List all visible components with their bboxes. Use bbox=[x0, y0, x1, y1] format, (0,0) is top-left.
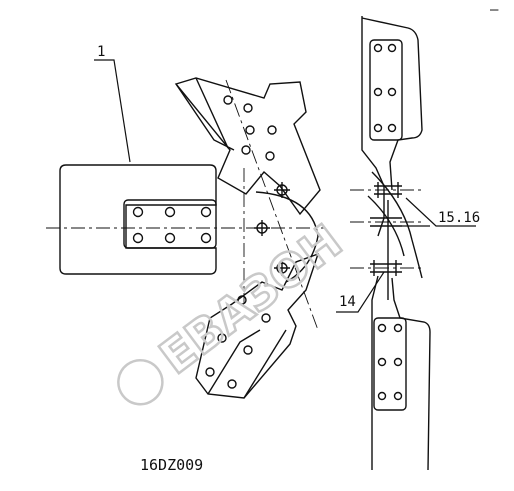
callout-1-leader bbox=[94, 59, 131, 163]
watermark-logo-icon bbox=[117, 358, 164, 406]
centre-lines bbox=[46, 79, 422, 331]
side-lower-holes bbox=[377, 323, 403, 401]
side-upper-plate bbox=[361, 16, 385, 237]
bracket-holes bbox=[132, 206, 212, 244]
callout-15-16-label: 15.16 bbox=[438, 210, 480, 226]
side-blade-curve-2 bbox=[367, 195, 405, 257]
drawing-code: 16DZ009 bbox=[140, 456, 203, 474]
callout-14-label: 14 bbox=[339, 294, 356, 310]
fan-hub-block bbox=[59, 164, 217, 275]
side-lower-bracket bbox=[373, 317, 407, 411]
side-lower-plate bbox=[371, 275, 379, 470]
blade-lower-edge bbox=[207, 329, 261, 395]
blade-lower-holes bbox=[205, 295, 271, 389]
hub-bracket bbox=[123, 199, 217, 249]
blade-upper-rib bbox=[195, 77, 229, 149]
blade-lower-rib bbox=[243, 329, 287, 399]
side-blade-curve bbox=[371, 171, 423, 279]
side-bolts bbox=[370, 182, 402, 276]
side-lower-outer bbox=[391, 277, 431, 471]
blade-upper-holes bbox=[223, 95, 277, 161]
watermark-text: ЕВАЗОН bbox=[150, 214, 352, 385]
corner-mark: — bbox=[490, 2, 499, 18]
fan-front-view bbox=[59, 77, 321, 399]
fan-blade-upper bbox=[174, 77, 321, 216]
callout-leaders-right bbox=[336, 197, 476, 313]
side-upper-holes bbox=[373, 43, 397, 133]
fan-blade-lower bbox=[195, 252, 320, 399]
side-upper-bracket bbox=[369, 39, 403, 141]
side-upper-outer bbox=[361, 17, 423, 191]
fan-side-view bbox=[361, 16, 431, 471]
callout-1-label: 1 bbox=[97, 44, 105, 60]
